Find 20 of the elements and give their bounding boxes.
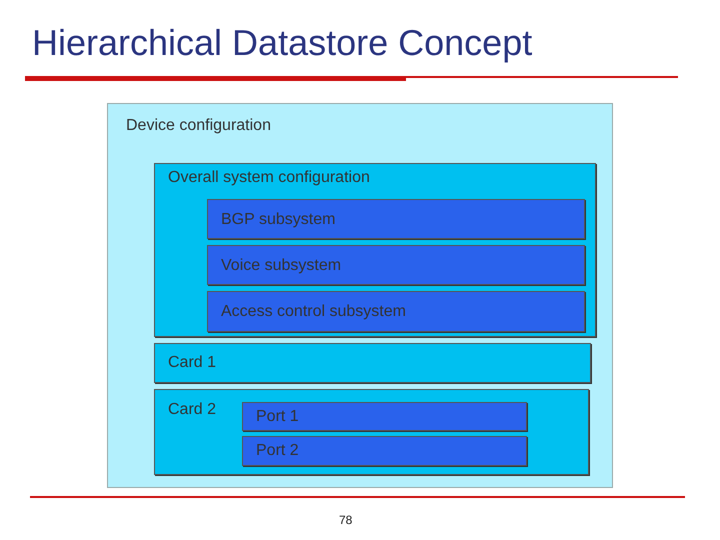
- box-label: Port 2: [256, 442, 299, 460]
- box-label: Voice subsystem: [221, 257, 342, 275]
- box-label: Card 1: [168, 354, 216, 372]
- nested-box: [154, 163, 596, 337]
- nested-box: [242, 402, 527, 431]
- box-label: Card 2: [168, 401, 216, 419]
- nested-box: [207, 199, 585, 239]
- slide-title: Hierarchical Datastore Concept: [32, 22, 532, 64]
- box-label: Port 1: [256, 408, 299, 426]
- nested-box: [207, 245, 585, 285]
- page-number: 78: [339, 513, 352, 527]
- box-label: Access control subsystem: [221, 303, 406, 321]
- nested-box: [242, 436, 527, 466]
- nested-box: [154, 389, 589, 475]
- nested-box: [154, 343, 591, 383]
- box-label: Device configuration: [126, 117, 271, 135]
- nested-box: [207, 291, 585, 332]
- nested-box: [107, 103, 613, 488]
- box-label: Overall system configuration: [168, 169, 370, 187]
- box-label: BGP subsystem: [221, 211, 336, 229]
